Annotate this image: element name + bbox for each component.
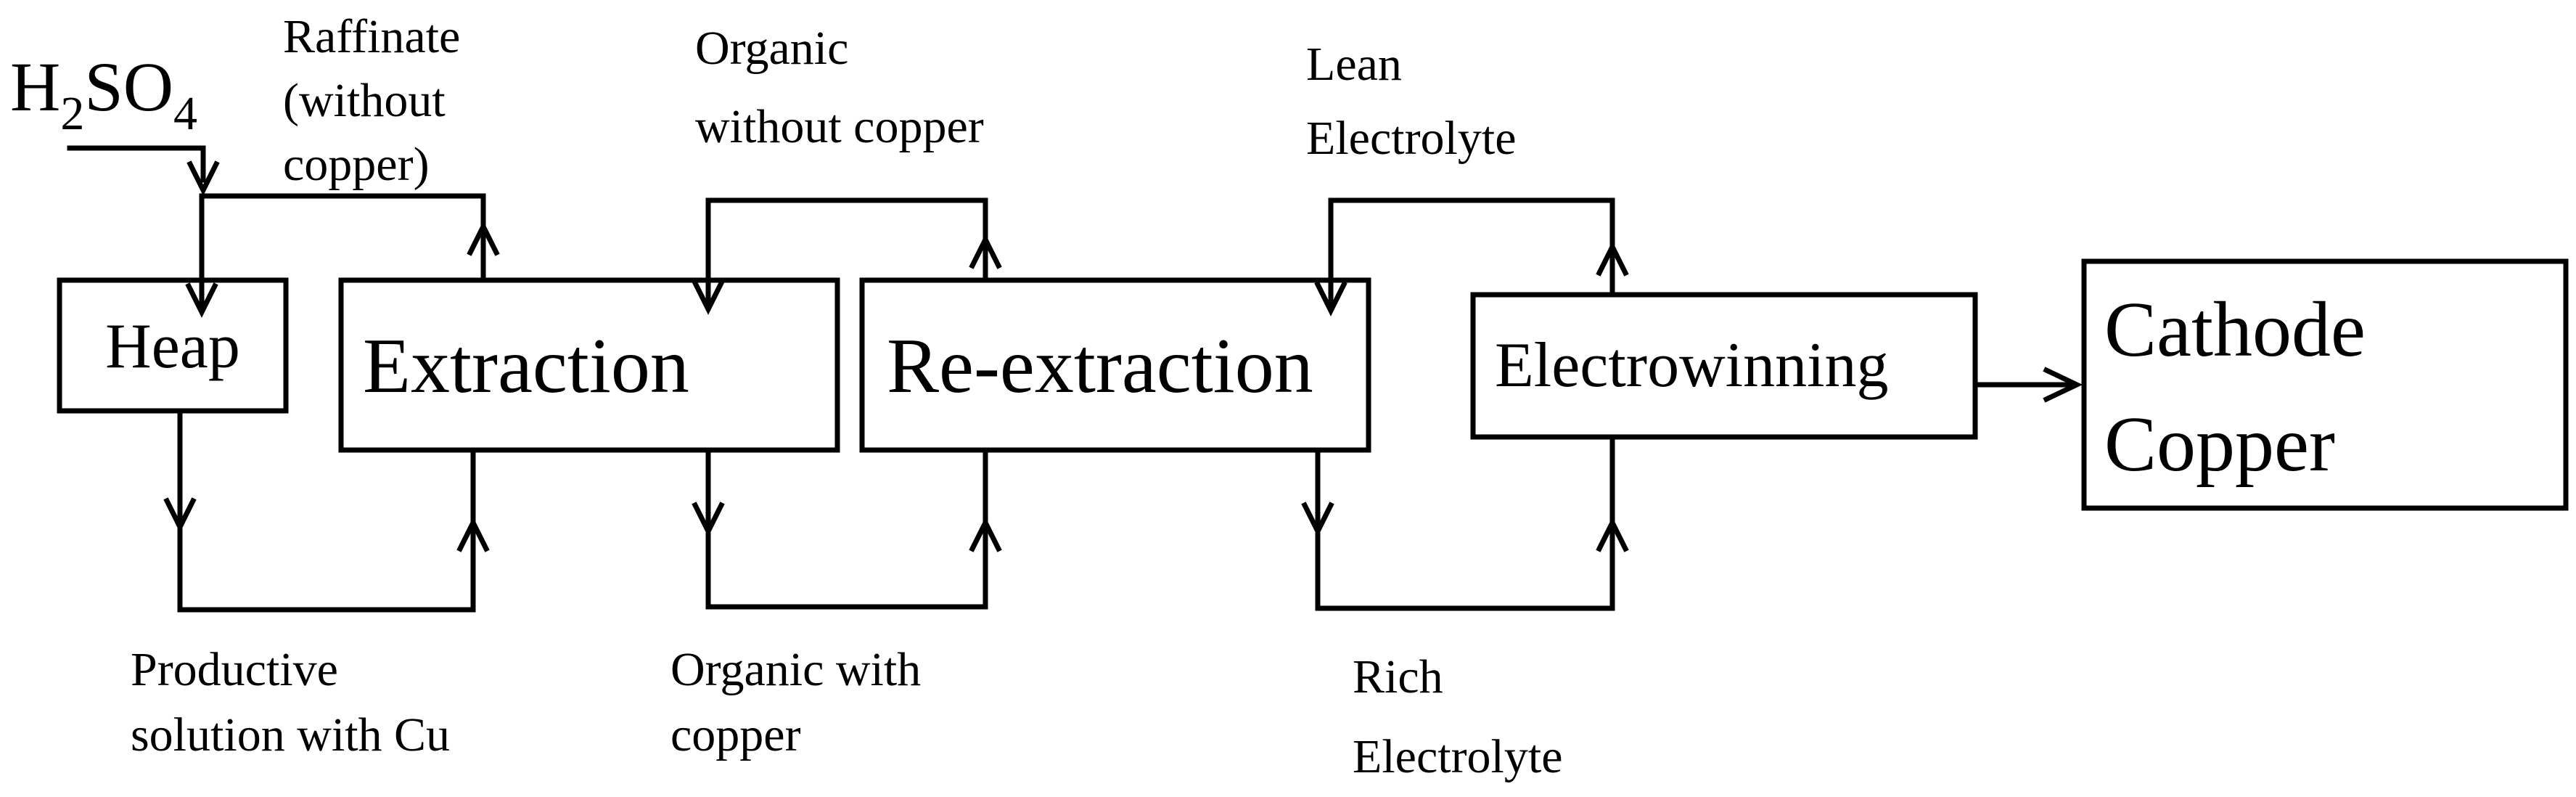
svg-text:Electrolyte: Electrolyte xyxy=(1353,730,1563,783)
svg-text:Organic: Organic xyxy=(695,22,848,75)
raffinate-return-arrow xyxy=(185,193,500,318)
raffinate-label: Raffinate (without copper) xyxy=(283,10,460,191)
h2so4-label: H2SO4 xyxy=(10,48,197,140)
heap-label: Heap xyxy=(105,311,240,382)
reextraction-label: Re-extraction xyxy=(887,323,1313,409)
lean-electrolyte-label: Lean Electrolyte xyxy=(1306,38,1517,165)
organic-with-copper-label: Organic with copper xyxy=(670,643,921,761)
organic-with-copper-arrow xyxy=(692,447,1002,610)
electrowinning-label: Electrowinning xyxy=(1495,330,1889,401)
svg-text:Electrolyte: Electrolyte xyxy=(1306,112,1517,165)
svg-text:solution with Cu: solution with Cu xyxy=(131,708,450,761)
acid-feed-arrow xyxy=(67,145,220,196)
organic-without-copper-arrow xyxy=(692,197,1002,315)
cathode-label-line1: Cathode xyxy=(2104,287,2366,373)
heap-box: Heap xyxy=(57,277,289,414)
rich-electrolyte-arrow xyxy=(1301,434,1629,611)
cathode-copper-box: Cathode Copper xyxy=(2081,258,2569,511)
productive-solution-label: Productive solution with Cu xyxy=(131,643,450,761)
cathode-label-line2: Copper xyxy=(2104,401,2335,488)
svg-text:Rich: Rich xyxy=(1353,650,1443,703)
product-arrow xyxy=(1972,367,2083,403)
svg-text:copper): copper) xyxy=(283,138,430,191)
organic-without-copper-label: Organic without copper xyxy=(695,22,984,153)
svg-text:without copper: without copper xyxy=(695,100,984,153)
reextraction-box: Re-extraction xyxy=(859,277,1371,453)
svg-text:Lean: Lean xyxy=(1306,38,1402,91)
electrowinning-box: Electrowinning xyxy=(1470,292,1978,440)
extraction-label: Extraction xyxy=(363,323,689,409)
svg-text:Productive: Productive xyxy=(131,643,338,696)
extraction-box: Extraction xyxy=(338,277,840,453)
rich-electrolyte-label: Rich Electrolyte xyxy=(1353,650,1563,783)
lean-electrolyte-arrow xyxy=(1314,197,1629,316)
productive-solution-arrow xyxy=(163,408,490,613)
svg-text:Raffinate: Raffinate xyxy=(283,10,460,63)
svg-text:copper: copper xyxy=(670,708,801,761)
svg-text:Organic with: Organic with xyxy=(670,643,921,696)
svg-text:(without: (without xyxy=(283,74,446,127)
